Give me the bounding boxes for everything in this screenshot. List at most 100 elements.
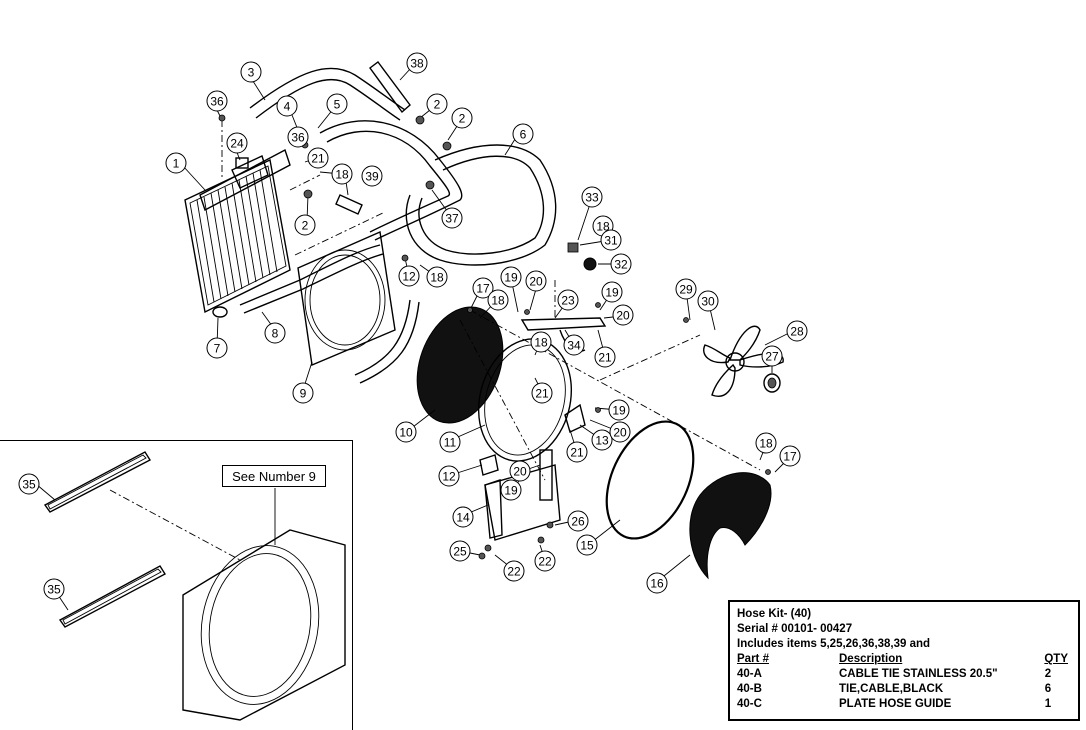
callout-circle <box>594 346 616 368</box>
hose-upper-3 <box>249 67 406 121</box>
callout-number: 3 <box>248 66 255 80</box>
row-qty: 1 <box>1044 698 1052 710</box>
bracket-assembly <box>479 403 586 541</box>
hose-loop-6 <box>405 144 557 266</box>
callout-21: 21 <box>307 147 329 169</box>
callout-number: 11 <box>444 436 457 450</box>
table-row: 40-A CABLE TIE STAINLESS 20.5" 2 <box>737 667 1070 682</box>
table-row: 40-C PLATE HOSE GUIDE 1 <box>737 697 1070 712</box>
assembly-guide-lines <box>109 120 761 561</box>
callout-circle <box>567 510 589 532</box>
hose-lower-8 <box>239 244 384 314</box>
callout-circle <box>534 550 556 572</box>
callout-circle <box>697 290 719 312</box>
callout-circle <box>441 207 463 229</box>
callout-21: 21 <box>566 441 588 463</box>
callout-39: 39 <box>361 165 383 187</box>
callout-circle <box>512 123 534 145</box>
callout-number: 26 <box>571 515 585 529</box>
callout-9: 9 <box>292 382 314 404</box>
callout-number: 5 <box>334 98 341 112</box>
callout-circle <box>779 445 801 467</box>
callout-37: 37 <box>441 207 463 229</box>
callout-circle <box>530 331 552 353</box>
callout-15: 15 <box>576 534 598 556</box>
callout-circle <box>326 93 348 115</box>
callout-circle <box>500 266 522 288</box>
callout-circle <box>786 320 808 342</box>
callout-circle <box>307 147 329 169</box>
callout-circle <box>500 479 522 501</box>
callout-number: 18 <box>596 220 610 234</box>
callout-20: 20 <box>609 421 631 443</box>
callout-number: 17 <box>476 282 490 296</box>
callout-number: 20 <box>529 275 543 289</box>
callout-1: 1 <box>165 152 187 174</box>
callout-23: 23 <box>557 289 579 311</box>
callout-circle <box>294 214 316 236</box>
inset-drawing <box>43 451 346 721</box>
callout-7: 7 <box>206 337 228 359</box>
callout-30: 30 <box>697 290 719 312</box>
callout-number: 36 <box>291 131 305 145</box>
row-part: 40-A <box>737 668 762 680</box>
callout-circle <box>438 465 460 487</box>
callout-circle <box>576 534 598 556</box>
callout-number: 27 <box>765 350 779 364</box>
callout-number: 29 <box>679 283 693 297</box>
callout-circle <box>398 265 420 287</box>
callout-number: 2 <box>302 219 309 233</box>
callout-2: 2 <box>426 93 448 115</box>
callout-number: 21 <box>311 152 325 166</box>
callout-number: 12 <box>442 470 456 484</box>
callout-number: 20 <box>616 309 630 323</box>
callout-number: 22 <box>507 565 521 579</box>
callout-3: 3 <box>240 61 262 83</box>
callout-number: 32 <box>614 258 628 272</box>
table-row: 40-B TIE,CABLE,BLACK 6 <box>737 682 1070 697</box>
callout-circle <box>600 229 622 251</box>
callout-5: 5 <box>326 93 348 115</box>
callout-circle <box>426 93 448 115</box>
callout-circle <box>426 266 448 288</box>
row-description: CABLE TIE STAINLESS 20.5" <box>839 668 998 680</box>
callout-circle <box>43 578 65 600</box>
callout-circle <box>451 107 473 129</box>
header-description: Description <box>839 653 903 665</box>
row-part: 40-C <box>737 698 762 710</box>
callout-number: 7 <box>214 342 221 356</box>
table-header-row: Part # Description QTY <box>737 652 1070 667</box>
callout-circle <box>675 278 697 300</box>
callout-circle <box>206 90 228 112</box>
callout-circle <box>566 441 588 463</box>
header-qty: QTY <box>1044 653 1068 665</box>
callout-11: 11 <box>439 431 461 453</box>
callout-20: 20 <box>509 460 531 482</box>
callout-number: 2 <box>434 98 441 112</box>
callout-number: 10 <box>399 426 413 440</box>
hose-kit-title: Hose Kit- (40) <box>737 608 812 620</box>
callout-18: 18 <box>487 289 509 311</box>
callout-circle <box>406 52 428 74</box>
callout-14: 14 <box>452 506 474 528</box>
callout-10: 10 <box>395 421 417 443</box>
callout-13: 13 <box>591 429 613 451</box>
callout-circle <box>287 126 309 148</box>
callout-circle <box>761 345 783 367</box>
callout-number: 18 <box>335 168 349 182</box>
callout-18: 18 <box>426 266 448 288</box>
callout-25: 25 <box>449 540 471 562</box>
callout-21: 21 <box>531 382 553 404</box>
callout-number: 19 <box>504 271 518 285</box>
callout-12: 12 <box>438 465 460 487</box>
shroud-inset-panel <box>0 440 353 730</box>
callout-number: 4 <box>284 100 291 114</box>
callout-circle <box>531 382 553 404</box>
callout-number: 38 <box>410 57 424 71</box>
hose-tube-5 <box>319 120 463 241</box>
hardware-fasteners <box>218 114 771 560</box>
callout-circle <box>503 560 525 582</box>
fan-shroud <box>297 230 396 366</box>
callout-22: 22 <box>534 550 556 572</box>
